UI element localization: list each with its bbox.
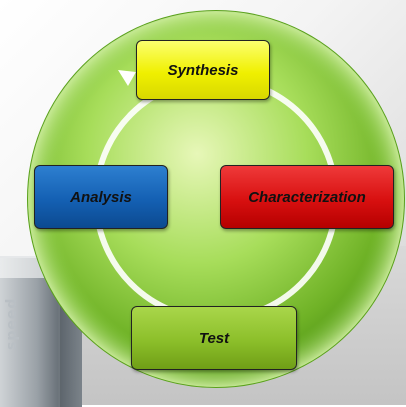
step-test-label: Test bbox=[198, 329, 230, 347]
step-synthesis: Synthesis bbox=[136, 40, 270, 100]
step-analysis-label: Analysis bbox=[70, 188, 132, 206]
step-characterization: Characterization bbox=[220, 165, 394, 229]
step-analysis: Analysis bbox=[34, 165, 168, 229]
step-test: Test bbox=[131, 306, 297, 370]
step-synthesis-label: Synthesis bbox=[167, 61, 239, 79]
cycle-circle-rim bbox=[28, 11, 404, 387]
cycle-arrow-head bbox=[118, 70, 136, 86]
step-characterization-label: Characterization bbox=[248, 188, 366, 206]
